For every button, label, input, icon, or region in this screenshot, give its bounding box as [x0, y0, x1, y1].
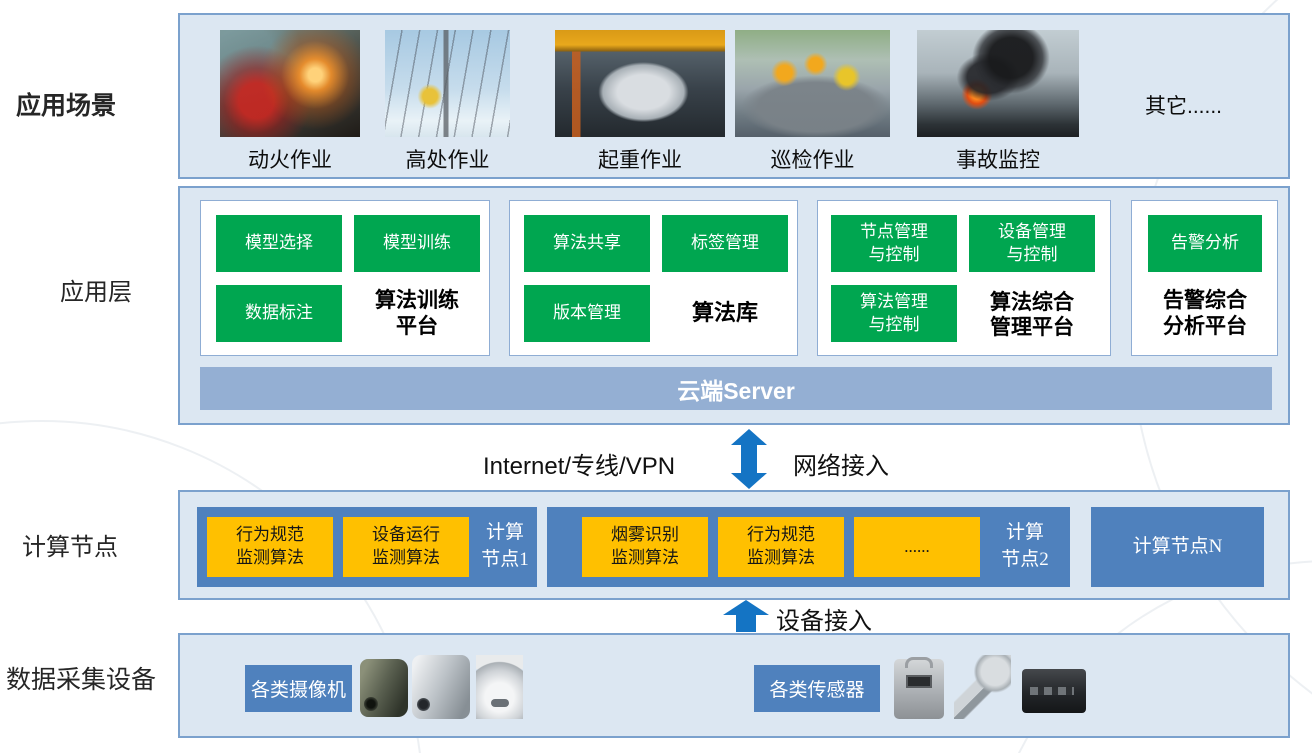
sensors-chip: 各类传感器	[754, 665, 880, 712]
network-double-arrow-icon	[731, 429, 767, 494]
side-label-compute: 计算节点	[22, 535, 118, 561]
other-scenarios-text: 其它......	[1145, 95, 1223, 118]
pressure-probe-sensor-icon	[954, 655, 1011, 719]
cameras-chip: 各类摄像机	[245, 665, 352, 712]
side-label-application: 应用层	[60, 280, 132, 306]
algorithm-box: 设备运行 监测算法	[343, 517, 469, 577]
panel-alarm-platform: 告警分析 告警综合 分析平台	[1131, 200, 1278, 356]
module-box: 节点管理 与控制	[831, 215, 957, 272]
hot-work-photo	[220, 30, 360, 137]
gas-detector-sensor-icon	[894, 659, 944, 719]
side-label-scenarios: 应用场景	[16, 92, 117, 120]
module-box: 设备管理 与控制	[969, 215, 1095, 272]
panel-title: 算法训练 平台	[375, 289, 459, 338]
algorithm-box: 烟雾识别 监测算法	[582, 517, 708, 577]
panel-management-platform: 节点管理 与控制 设备管理 与控制 算法管理 与控制 算法综合 管理平台	[817, 200, 1111, 356]
module-box: 模型训练	[354, 215, 480, 272]
module-box: 算法管理 与控制	[831, 285, 957, 342]
inspection-work-photo	[735, 30, 890, 137]
edge-box-device-icon	[1022, 669, 1086, 713]
scene-label-accident-monitoring: 事故监控	[956, 149, 1040, 172]
scenarios-band: 动火作业 高处作业 起重作业 巡检作业 事故监控 其它......	[178, 13, 1290, 179]
accident-monitoring-photo	[917, 30, 1079, 137]
compute-band: 行为规范 监测算法 设备运行 监测算法 计算 节点1 烟雾识别 监测算法 行为规…	[178, 490, 1290, 600]
module-box: 算法共享	[524, 215, 650, 272]
compute-node-n: 计算节点N	[1091, 507, 1264, 587]
module-box: 告警分析	[1148, 215, 1262, 272]
scene-label-hot-work: 动火作业	[248, 149, 332, 172]
dark-bullet-camera-icon	[360, 659, 408, 717]
compute-node-label: 计算节点N	[1132, 535, 1223, 557]
side-label-collection: 数据采集设备	[6, 667, 157, 694]
cloud-server-bar: 云端Server	[200, 367, 1272, 410]
panel-title: 算法综合 管理平台	[990, 290, 1074, 339]
algorithm-box: 行为规范 监测算法	[207, 517, 333, 577]
height-work-photo	[385, 30, 510, 137]
algorithm-box-ellipsis: ......	[854, 517, 980, 577]
module-box: 数据标注	[216, 285, 342, 342]
scene-label-height-work: 高处作业	[405, 149, 490, 172]
module-box: 标签管理	[662, 215, 788, 272]
dome-ptz-camera-icon	[476, 655, 523, 719]
compute-node-label: 计算 节点2	[1001, 522, 1049, 570]
scene-label-lifting-work: 起重作业	[598, 149, 682, 172]
application-band: 模型选择 模型训练 数据标注 算法训练 平台 算法共享 标签管理 版本管理 算法…	[178, 186, 1290, 425]
network-access-label: 网络接入	[793, 454, 889, 480]
device-up-arrow-icon	[723, 600, 769, 637]
module-box: 版本管理	[524, 285, 650, 342]
network-line-text: Internet/专线/VPN	[483, 453, 676, 480]
device-access-label: 设备接入	[776, 609, 872, 635]
compute-node-label: 计算 节点1	[481, 522, 529, 570]
panel-training-platform: 模型选择 模型训练 数据标注 算法训练 平台	[200, 200, 490, 356]
compute-node-1: 行为规范 监测算法 设备运行 监测算法 计算 节点1	[197, 507, 537, 587]
collection-band: 各类摄像机 各类传感器	[178, 633, 1290, 738]
lifting-work-photo	[555, 30, 725, 137]
panel-algorithm-library: 算法共享 标签管理 版本管理 算法库	[509, 200, 798, 356]
compute-node-2: 烟雾识别 监测算法 行为规范 监测算法 ...... 计算 节点2	[547, 507, 1070, 587]
algorithm-box: 行为规范 监测算法	[718, 517, 844, 577]
module-box: 模型选择	[216, 215, 342, 272]
scene-label-inspection-work: 巡检作业	[770, 149, 855, 172]
panel-title: 告警综合 分析平台	[1163, 289, 1247, 338]
panel-title: 算法库	[691, 300, 758, 326]
silver-bullet-camera-icon	[412, 655, 470, 719]
